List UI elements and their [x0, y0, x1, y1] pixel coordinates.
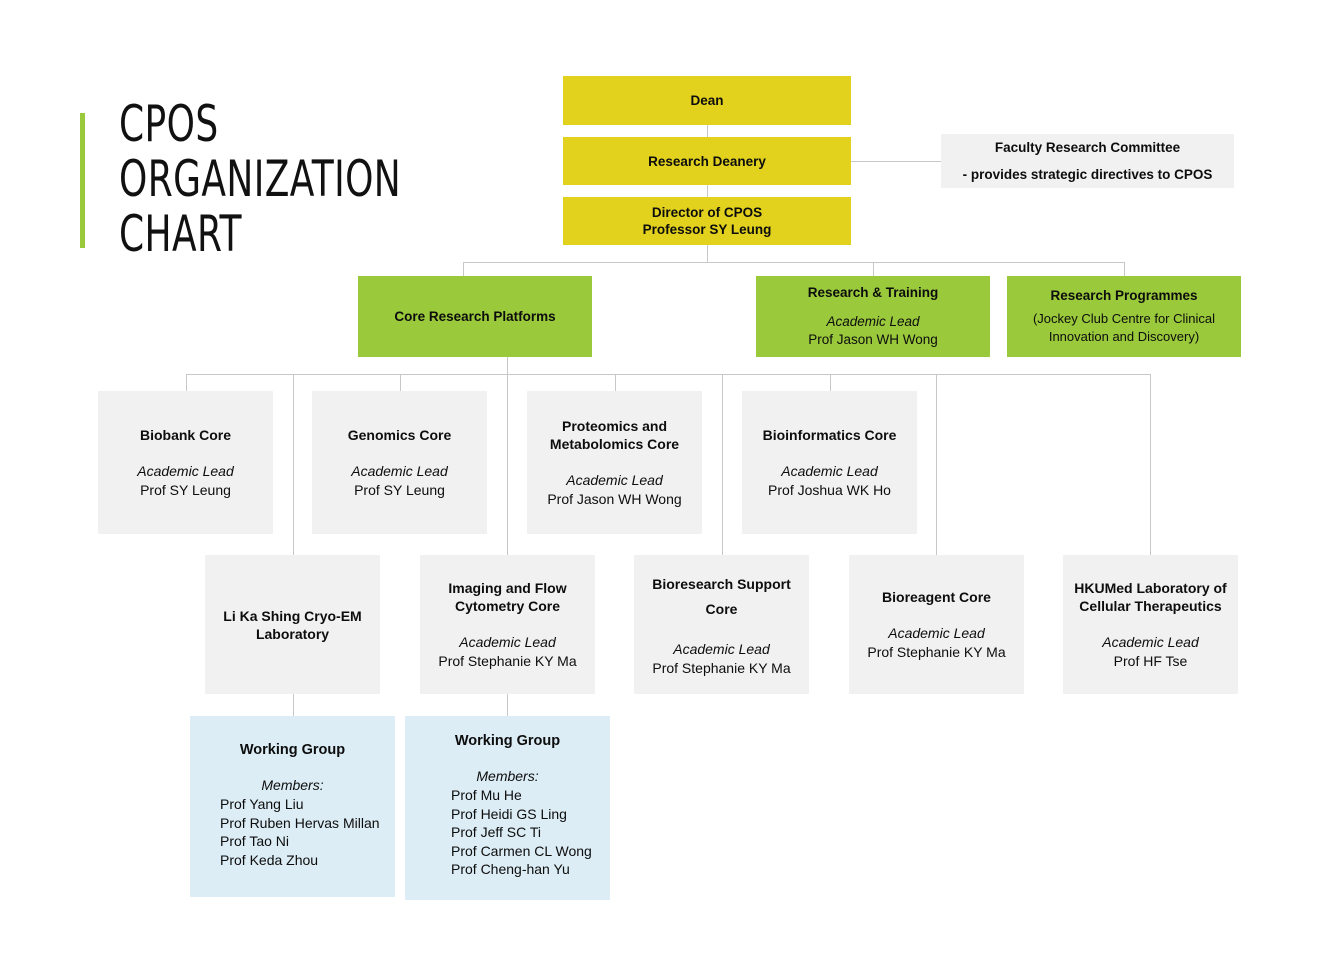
node-imaging-flow-cytometry-core[interactable]: Imaging and Flow Cytometry Core Academic…: [420, 555, 595, 694]
bioreagent-core-title: Bioreagent Core: [882, 588, 991, 605]
connector-director-drop: [707, 245, 708, 263]
connector-deanery-to-committee: [851, 161, 941, 162]
biobank-core-title: Biobank Core: [139, 426, 231, 443]
connector-bus-to-research-training: [873, 262, 874, 276]
connector-deanery-to-director: [707, 185, 708, 197]
cryo-em-lab-title: Li Ka Shing Cryo-EM Laboratory: [223, 607, 362, 642]
connector-core-bioinformatics: [830, 374, 831, 391]
connector-core-biobank: [186, 374, 187, 391]
hkumed-lab-person: Prof HF Tse: [1113, 652, 1188, 669]
research-training-role: Academic Lead: [826, 314, 920, 329]
proteomics-core-role: Academic Lead: [566, 471, 663, 488]
connector-bus-to-core-platforms: [463, 262, 464, 276]
core-bus: [186, 374, 1151, 375]
node-hkumed-laboratory-cellular-therapeutics[interactable]: HKUMed Laboratory of Cellular Therapeuti…: [1063, 555, 1238, 694]
node-bioreagent-core[interactable]: Bioreagent Core Academic Lead Prof Steph…: [849, 555, 1024, 694]
node-working-group-cryo-em[interactable]: Working Group Members: Prof Yang Liu Pro…: [190, 716, 395, 897]
hkumed-lab-role: Academic Lead: [1102, 633, 1199, 650]
imaging-core-title: Imaging and Flow Cytometry Core: [448, 579, 567, 614]
connector-core-imaging: [507, 374, 508, 555]
genomics-core-person: Prof SY Leung: [354, 481, 445, 498]
title-accent-bar: [80, 113, 85, 248]
working-group-1-members-label: Members:: [261, 777, 324, 793]
working-group-2-members-label: Members:: [476, 768, 539, 784]
node-biobank-core[interactable]: Biobank Core Academic Lead Prof SY Leung: [98, 391, 273, 534]
connector-core-bioresearch: [722, 374, 723, 555]
research-training-person: Prof Jason WH Wong: [808, 332, 938, 347]
connector-core-proteomics: [615, 374, 616, 391]
bioinformatics-core-person: Prof Joshua WK Ho: [768, 481, 891, 498]
working-group-1-members: Prof Yang Liu Prof Ruben Hervas Millan P…: [220, 796, 380, 868]
node-bioresearch-support-core[interactable]: Bioresearch Support Core Academic Lead P…: [634, 555, 809, 694]
connector-core-hkumed: [1150, 374, 1151, 555]
connector-dean-to-deanery: [707, 125, 708, 137]
node-faculty-research-committee[interactable]: Faculty Research Committee - provides st…: [941, 134, 1234, 188]
bioresearch-core-person: Prof Stephanie KY Ma: [652, 659, 791, 676]
imaging-core-role: Academic Lead: [459, 633, 556, 650]
bioresearch-core-role: Academic Lead: [673, 640, 770, 657]
node-dean[interactable]: Dean: [563, 76, 851, 125]
node-core-research-platforms[interactable]: Core Research Platforms: [358, 276, 592, 357]
page-title: CPOS ORGANIZATION CHART: [119, 95, 402, 263]
node-research-deanery[interactable]: Research Deanery: [563, 137, 851, 185]
research-programmes-title: Research Programmes: [1050, 288, 1198, 303]
division-bus: [463, 262, 1125, 263]
connector-cryoem-to-working-group: [293, 694, 294, 716]
core-research-platforms-title: Core Research Platforms: [394, 309, 556, 324]
bioinformatics-core-role: Academic Lead: [781, 462, 878, 479]
node-working-group-imaging[interactable]: Working Group Members: Prof Mu He Prof H…: [405, 716, 610, 900]
imaging-core-person: Prof Stephanie KY Ma: [438, 652, 577, 669]
node-dean-title: Dean: [690, 93, 724, 108]
working-group-2-members: Prof Mu He Prof Heidi GS Ling Prof Jeff …: [451, 787, 592, 877]
node-director-of-cpos[interactable]: Director of CPOS Professor SY Leung: [563, 197, 851, 245]
committee-line-2: - provides strategic directives to CPOS: [962, 167, 1213, 182]
research-programmes-subtitle: (Jockey Club Centre for Clinical Innovat…: [1032, 311, 1216, 344]
research-training-title: Research & Training: [807, 285, 939, 300]
node-research-programmes[interactable]: Research Programmes (Jockey Club Centre …: [1007, 276, 1241, 357]
hkumed-lab-title: HKUMed Laboratory of Cellular Therapeuti…: [1074, 579, 1227, 614]
biobank-core-role: Academic Lead: [137, 462, 234, 479]
bioresearch-core-title: Bioresearch Support Core: [652, 575, 791, 617]
connector-imaging-to-working-group: [507, 694, 508, 716]
committee-line-1: Faculty Research Committee: [994, 140, 1181, 155]
connector-core-cryoem: [293, 374, 294, 555]
bioreagent-core-role: Academic Lead: [888, 624, 985, 641]
connector-bus-to-research-programmes: [1124, 262, 1125, 276]
node-genomics-core[interactable]: Genomics Core Academic Lead Prof SY Leun…: [312, 391, 487, 534]
node-bioinformatics-core[interactable]: Bioinformatics Core Academic Lead Prof J…: [742, 391, 917, 534]
genomics-core-role: Academic Lead: [351, 462, 448, 479]
node-proteomics-metabolomics-core[interactable]: Proteomics and Metabolomics Core Academi…: [527, 391, 702, 534]
node-director-title: Director of CPOS: [651, 205, 763, 220]
bioreagent-core-person: Prof Stephanie KY Ma: [867, 643, 1006, 660]
proteomics-core-person: Prof Jason WH Wong: [547, 490, 682, 507]
connector-core-bioreagent: [936, 374, 937, 555]
connector-core-platforms-drop: [507, 357, 508, 375]
node-research-deanery-title: Research Deanery: [648, 153, 766, 169]
node-director-person: Professor SY Leung: [642, 222, 772, 237]
proteomics-core-title: Proteomics and Metabolomics Core: [549, 417, 680, 452]
working-group-1-title: Working Group: [239, 742, 346, 758]
working-group-2-title: Working Group: [454, 733, 561, 749]
genomics-core-title: Genomics Core: [347, 426, 452, 443]
connector-core-genomics: [400, 374, 401, 391]
node-li-ka-shing-cryo-em-laboratory[interactable]: Li Ka Shing Cryo-EM Laboratory: [205, 555, 380, 694]
bioinformatics-core-title: Bioinformatics Core: [762, 426, 897, 443]
biobank-core-person: Prof SY Leung: [140, 481, 231, 498]
node-research-and-training[interactable]: Research & Training Academic Lead Prof J…: [756, 276, 990, 357]
